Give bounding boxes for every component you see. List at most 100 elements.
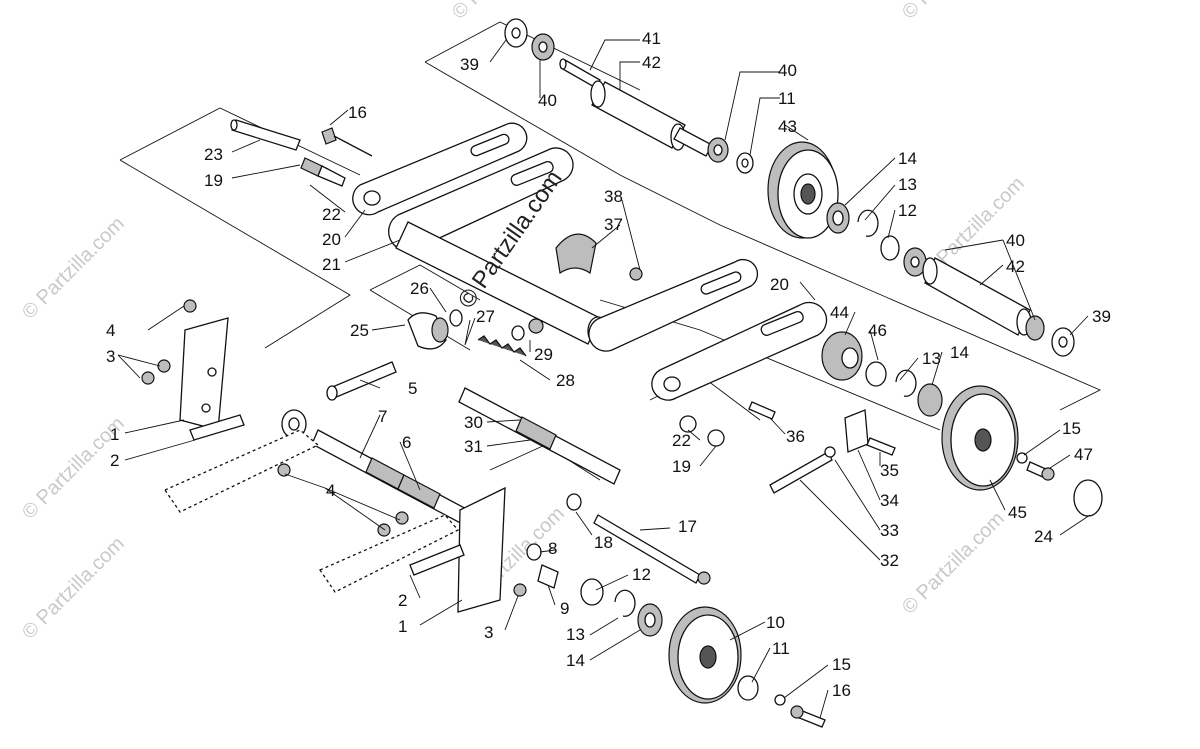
nut-29: [528, 318, 544, 334]
watermark-corner: © Partzilla.com: [18, 533, 129, 644]
callout: 29: [534, 345, 553, 364]
callout: 2: [398, 591, 407, 610]
bracket-plate-1-top: [179, 317, 229, 431]
bolt-35: [866, 437, 896, 456]
callout: 13: [922, 349, 941, 368]
callout: 16: [348, 103, 367, 122]
watermark-corner: © Partzilla.com: [18, 213, 129, 324]
washer-11-top: [736, 152, 754, 174]
arm-plate-20-right: [588, 258, 759, 352]
callout: 13: [898, 175, 917, 194]
nut-40-top: [531, 33, 555, 61]
washer-27: [511, 325, 525, 341]
idler-wheel-43: [767, 141, 839, 239]
callout: 22: [322, 205, 341, 224]
pin-23: [230, 119, 301, 151]
arm-plate-21-left: [388, 147, 574, 252]
callout: 28: [556, 371, 575, 390]
callout: 40: [778, 61, 797, 80]
bushing-9: [537, 564, 559, 589]
nut-40-mid: [707, 137, 729, 163]
callout: 6: [402, 433, 411, 452]
washer-12-bottom: [580, 578, 604, 606]
callout: 12: [632, 565, 651, 584]
spacer-12-top: [880, 235, 900, 261]
callout: 8: [548, 539, 557, 558]
callout: 30: [464, 413, 483, 432]
callout: 14: [898, 149, 917, 168]
callout: 15: [832, 655, 851, 674]
callout: 11: [778, 89, 796, 108]
watermark-corner: © Partzilla.com: [898, 0, 1009, 24]
callout: 24: [1034, 527, 1053, 546]
washer-46: [865, 361, 887, 387]
callout: 42: [1006, 257, 1025, 276]
bolt-16-top: [321, 127, 373, 157]
callout: 25: [350, 321, 369, 340]
spacer-tube-42-top: [590, 80, 686, 151]
bolt-36: [748, 401, 776, 420]
snap-ring-13-right: [895, 369, 917, 397]
washer-15-bottom: [774, 694, 786, 706]
bracket-plate-1-bottom: [457, 486, 506, 613]
washer-39-top: [504, 18, 528, 48]
spacer-44: [821, 331, 863, 381]
callout: 11: [772, 639, 790, 658]
callout: 19: [204, 171, 223, 190]
spring-28: [477, 335, 527, 357]
callout: 21: [322, 255, 341, 274]
callout: 47: [1074, 445, 1093, 464]
callout: 41: [642, 29, 661, 48]
spring-assembly: [407, 309, 544, 357]
washer-15-right: [1016, 452, 1028, 464]
callout: 38: [604, 187, 623, 206]
callout: 17: [678, 517, 697, 536]
arm-plate-20-left: [352, 122, 528, 216]
bolts-3: [141, 359, 527, 597]
watermark-corner: © Partzilla.com: [448, 0, 559, 24]
callout: 34: [880, 491, 899, 510]
watermark-corner: © Partzilla.com: [898, 508, 1009, 619]
callout: 18: [594, 533, 613, 552]
block-25: [407, 312, 449, 350]
bolt-5: [326, 361, 397, 401]
callout: 42: [642, 53, 661, 72]
snap-ring-13-bottom: [614, 589, 636, 617]
left-brackets: [141, 299, 527, 613]
bolt-47: [1026, 461, 1055, 481]
arm-plate-20-right-outer: [651, 301, 828, 401]
washer-11-bottom: [737, 675, 759, 701]
nut-40-far: [1025, 315, 1045, 341]
callout: 40: [538, 91, 557, 110]
bracket-2-bottom: [409, 544, 465, 576]
callout: 9: [560, 599, 569, 618]
callout: 7: [378, 407, 387, 426]
shaft-6-7: [311, 429, 473, 527]
callout: 44: [830, 303, 849, 322]
callout: 32: [880, 551, 899, 570]
adjuster-bolt-32: [769, 451, 833, 494]
lower-shafts: [281, 361, 725, 527]
spacer-8: [526, 543, 542, 561]
callout-labels: 41 42 39 40 40 11 43 16 23 19 22 20 21 3…: [106, 29, 1111, 700]
washer-18: [566, 493, 582, 511]
callout: 13: [566, 625, 585, 644]
shaft-30-31: [458, 387, 621, 485]
callout: 39: [460, 55, 479, 74]
callout: 23: [204, 145, 223, 164]
shaft-end-top: [673, 127, 713, 157]
callout: 3: [106, 347, 115, 366]
upper-idler-shaft-assembly: [504, 18, 1075, 357]
bracket-2-top: [189, 414, 245, 441]
rail-left: [164, 429, 460, 593]
callout: 46: [868, 321, 887, 340]
callout: 43: [778, 117, 797, 136]
callout: 12: [898, 201, 917, 220]
callout: 20: [322, 230, 341, 249]
upper-arm-assembly: [230, 119, 828, 401]
wheel-10: [668, 606, 742, 704]
right-wheel-assembly: [748, 331, 1103, 517]
callout: 40: [1006, 231, 1025, 250]
callout: 16: [832, 681, 851, 700]
callout: 31: [464, 437, 483, 456]
